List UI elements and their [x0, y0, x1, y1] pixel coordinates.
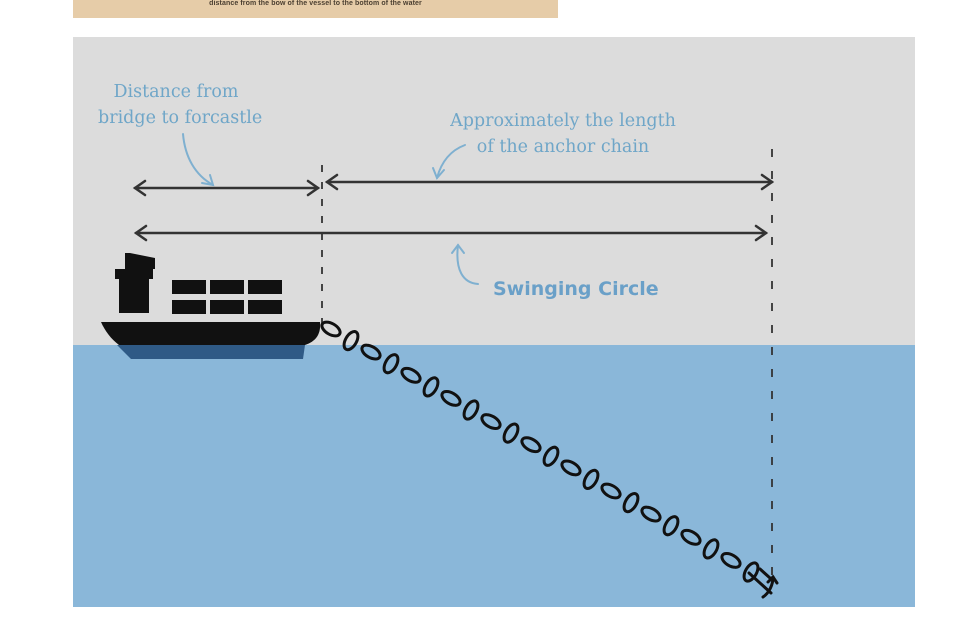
bridge-pointer-arrow: [182, 133, 215, 187]
chain-link: [640, 505, 662, 523]
chain-link: [382, 353, 400, 375]
chain-link: [680, 528, 702, 546]
chain-link: [320, 320, 342, 338]
chain-length-label: Approximately the length of the anchor c…: [448, 108, 678, 160]
anchor-swing-diagram: Distance from bridge to forcastle Approx…: [73, 37, 915, 607]
diagram-canvas: [73, 37, 915, 607]
bridge-distance-label: Distance from bridge to forcastle: [98, 79, 263, 131]
chain-link: [400, 366, 422, 384]
chain-link: [720, 551, 742, 569]
chain-link: [502, 422, 520, 444]
chain-link: [422, 376, 440, 398]
chain-pointer-arrow: [432, 144, 466, 180]
swinging-circle-label: Swinging Circle: [493, 278, 659, 300]
bridge-label-line1: Distance from: [113, 82, 239, 102]
chain-link: [480, 413, 502, 431]
caption-strip: distance from the bow of the vessel to t…: [73, 0, 558, 18]
bridge-distance-arrow: [132, 179, 321, 197]
chain-link: [462, 399, 480, 421]
chain-link: [440, 389, 462, 407]
chain-link: [662, 515, 680, 537]
chain-link: [742, 561, 760, 583]
anchor-icon: [747, 567, 779, 599]
chain-link: [560, 459, 582, 477]
swing-pointer-arrow: [451, 243, 479, 285]
chain-length-arrow: [324, 173, 775, 191]
chain-link: [582, 468, 600, 490]
chain-link: [702, 538, 720, 560]
water-area: [73, 345, 915, 607]
chain-link: [520, 436, 542, 454]
anchor-chain-icon: [320, 320, 760, 583]
chain-label-line1: Approximately the length: [450, 111, 676, 131]
bridge-label-line2: bridge to forcastle: [98, 108, 263, 128]
chain-link: [360, 343, 382, 361]
swinging-circle-arrow: [133, 224, 769, 242]
container-ship-icon: [101, 253, 321, 359]
chain-link: [342, 330, 360, 352]
caption-strip-text: distance from the bow of the vessel to t…: [209, 0, 422, 7]
chain-link: [600, 482, 622, 500]
chain-link: [622, 492, 640, 514]
chain-label-line2: of the anchor chain: [476, 137, 650, 157]
chain-link: [542, 445, 560, 467]
